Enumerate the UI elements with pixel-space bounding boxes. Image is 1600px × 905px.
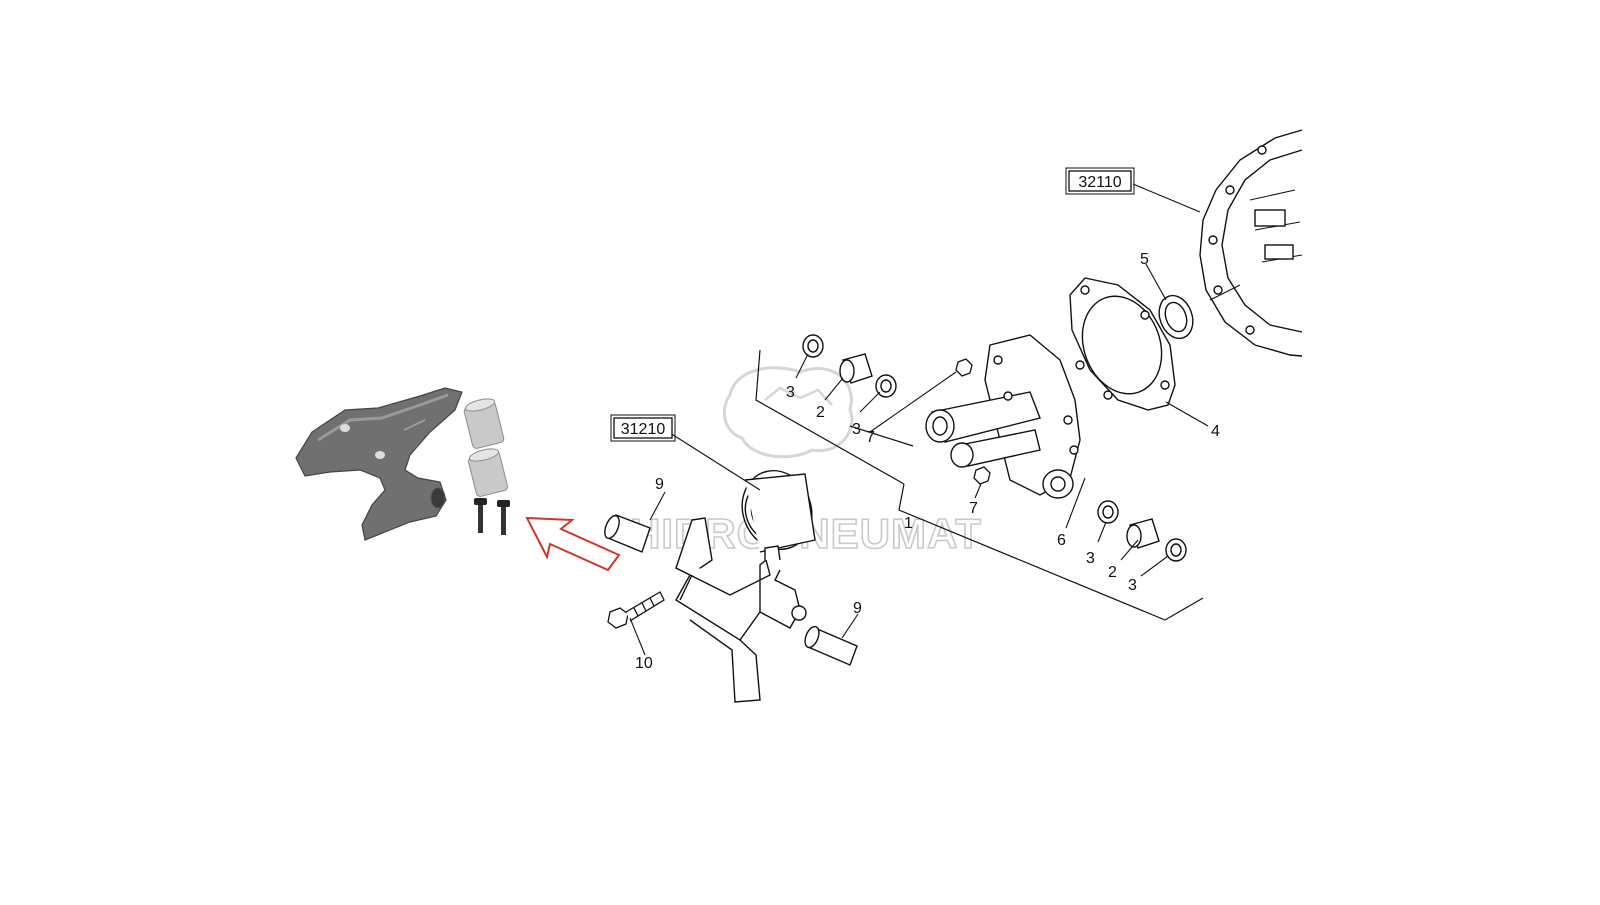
bushing-2-lower bbox=[1126, 518, 1160, 549]
gasket bbox=[1069, 277, 1176, 411]
watermark-logo bbox=[722, 366, 854, 459]
callout-3-upper-right: 3 bbox=[852, 421, 861, 438]
pin-photo-lower bbox=[467, 448, 509, 497]
assembly-bracket bbox=[755, 349, 1204, 621]
bolt-photo-2 bbox=[497, 500, 510, 535]
release-fork-drawing bbox=[675, 517, 807, 703]
washer-3-lower-right bbox=[1165, 538, 1187, 562]
bushing-2-upper bbox=[839, 353, 873, 384]
callout-numbers: 1 2 2 3 3 3 3 4 5 6 7 7 9 9 10 bbox=[635, 251, 1220, 672]
washer-3-upper-right bbox=[875, 374, 897, 398]
callout-3-lower-right: 3 bbox=[1128, 577, 1137, 594]
callout-9-lower: 9 bbox=[853, 600, 862, 617]
callout-5: 5 bbox=[1140, 251, 1149, 268]
callout-3-upper-left: 3 bbox=[786, 384, 795, 401]
pin-photo-upper bbox=[463, 398, 505, 449]
red-arrow-icon bbox=[525, 516, 621, 572]
callout-2-upper: 2 bbox=[816, 404, 825, 421]
nut-7-upper bbox=[955, 358, 973, 377]
leader-lines bbox=[629, 183, 1241, 656]
bolt-10 bbox=[607, 591, 665, 629]
bolt-photo-1 bbox=[474, 498, 487, 533]
seal-ring bbox=[1158, 294, 1194, 340]
callout-7-lower: 7 bbox=[969, 500, 978, 517]
callout-6: 6 bbox=[1057, 532, 1066, 549]
ref-label-housing: 32110 bbox=[1078, 174, 1121, 191]
release-fork-photo bbox=[295, 387, 463, 541]
washer-3-upper-left bbox=[802, 334, 824, 358]
pin-9-lower bbox=[804, 625, 858, 666]
callout-3-lower-left: 3 bbox=[1086, 550, 1095, 567]
callout-9-upper: 9 bbox=[655, 476, 664, 493]
callout-4: 4 bbox=[1211, 423, 1220, 440]
ref-box-bearing: 31210 bbox=[610, 414, 676, 442]
guide-tube-support bbox=[925, 334, 1081, 499]
washer-3-lower-left bbox=[1097, 500, 1119, 524]
callout-2-lower: 2 bbox=[1108, 564, 1117, 581]
callout-10: 10 bbox=[635, 655, 653, 672]
nut-7-lower bbox=[973, 466, 991, 485]
clutch-housing bbox=[1199, 129, 1303, 357]
ref-label-bearing: 31210 bbox=[621, 421, 666, 438]
ref-box-housing: 32110 bbox=[1065, 167, 1135, 195]
pin-9-upper bbox=[604, 514, 651, 553]
callout-7-upper: 7 bbox=[866, 429, 875, 446]
callout-1: 1 bbox=[904, 515, 913, 532]
